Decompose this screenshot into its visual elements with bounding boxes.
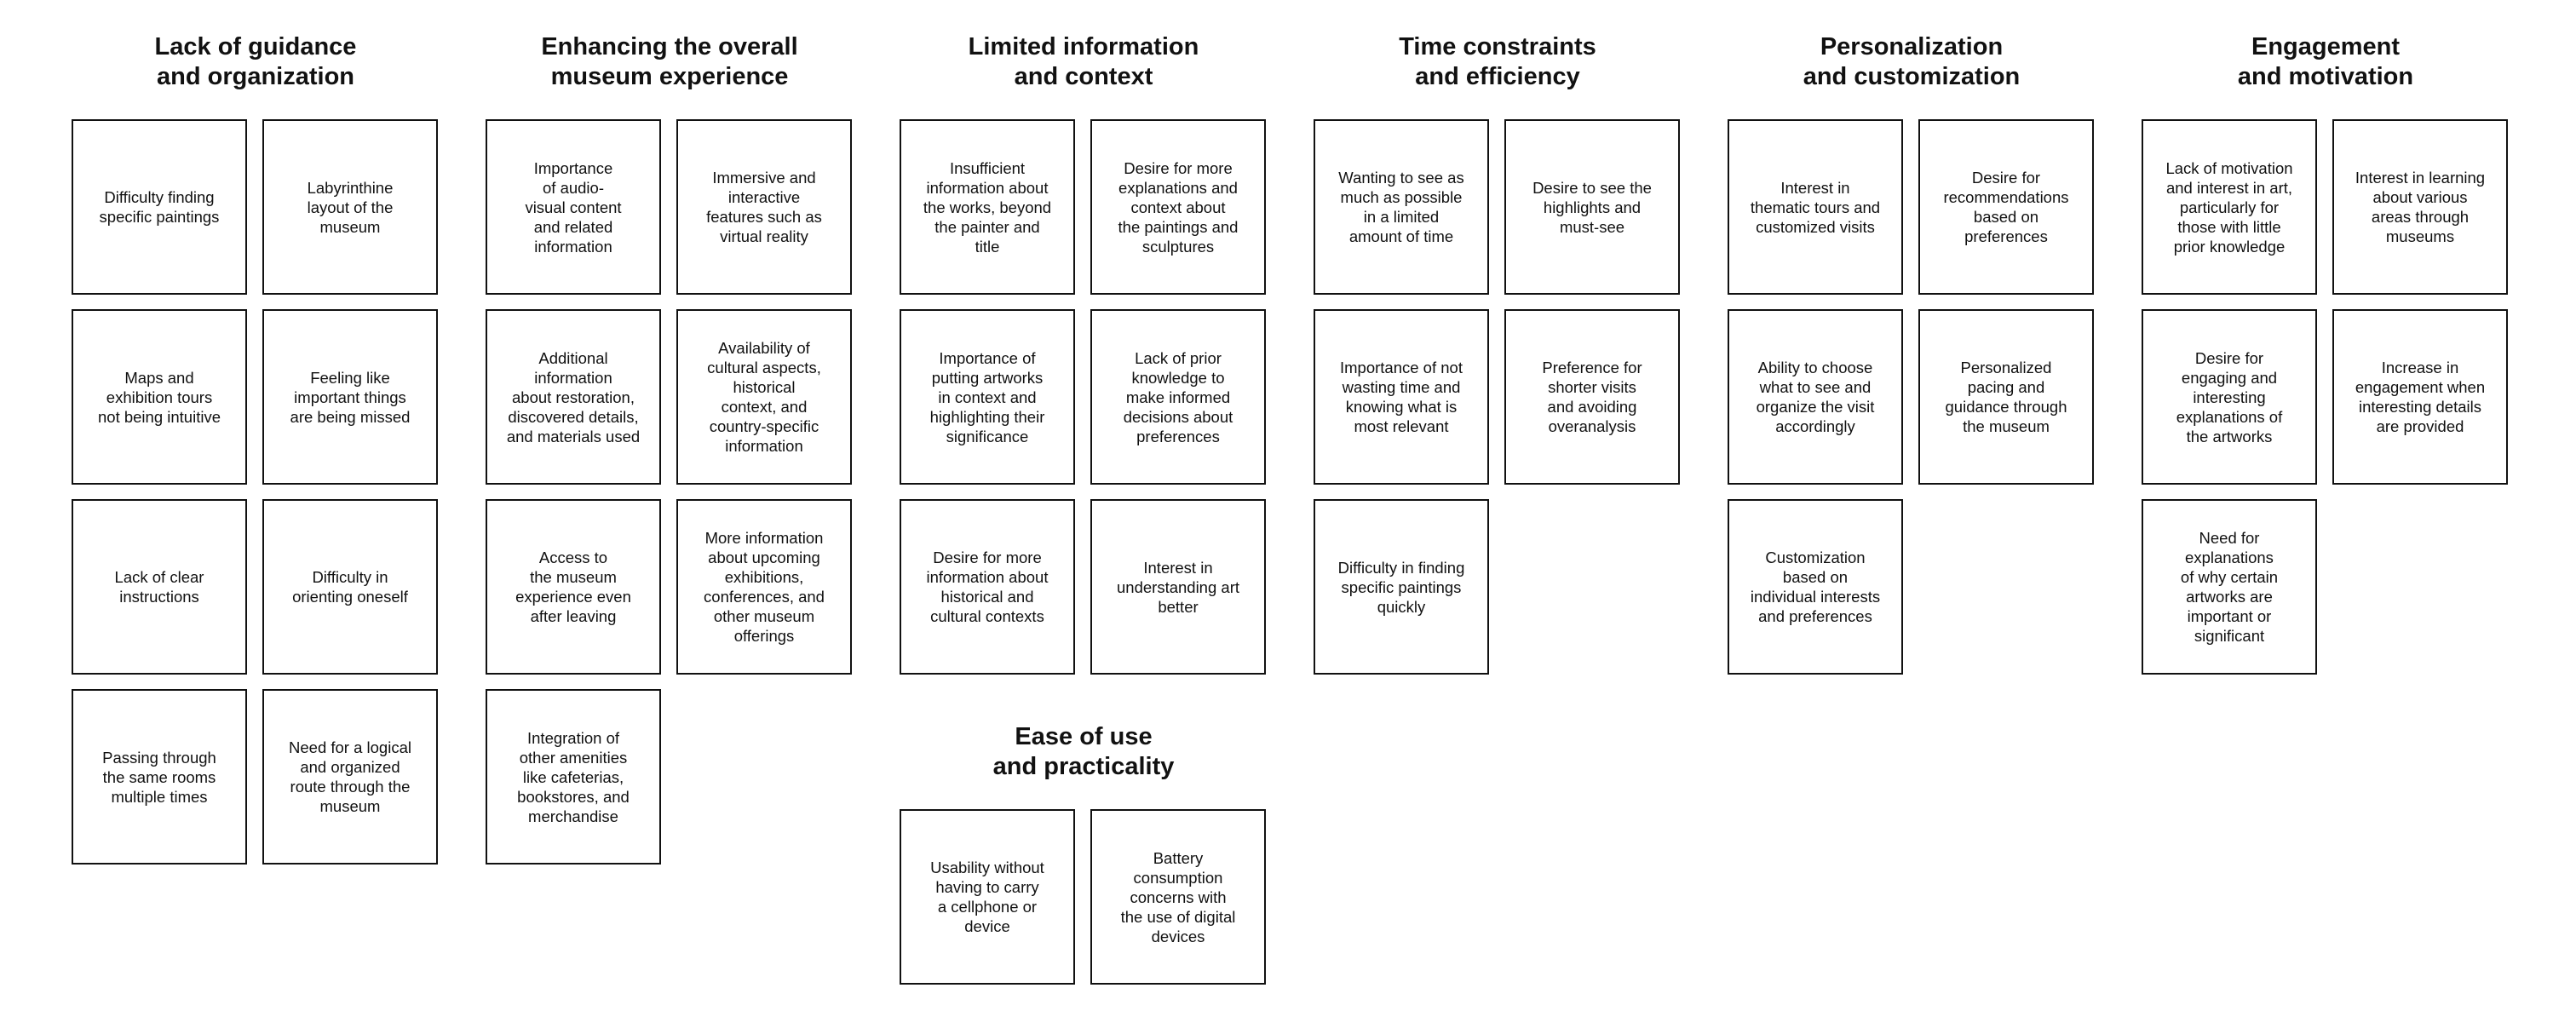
group-enhancing-experience: Enhancing the overall museum experience … — [486, 0, 854, 1034]
sticky-card: Feeling like important things are being … — [262, 309, 438, 485]
sticky-card: Importance of putting artworks in contex… — [900, 309, 1075, 485]
sticky-card: Desire to see the highlights and must-se… — [1504, 119, 1680, 295]
sticky-card: Integration of other amenities like cafe… — [486, 689, 661, 865]
group-engagement: Engagement and motivation Lack of motiva… — [2142, 0, 2510, 681]
sticky-card: Lack of prior knowledge to make informed… — [1090, 309, 1266, 485]
group-title: Lack of guidance and organization — [154, 33, 357, 90]
group-time-constraints: Time constraints and efficiency Wanting … — [1314, 0, 1682, 681]
sticky-card: Personalized pacing and guidance through… — [1918, 309, 2094, 485]
group-title: Enhancing the overall museum experience — [541, 33, 798, 90]
sticky-card: Desire for recommendations based on pref… — [1918, 119, 2094, 295]
sticky-card: Importance of not wasting time and knowi… — [1314, 309, 1489, 485]
sticky-card: More information about upcoming exhibiti… — [676, 499, 852, 675]
sticky-card: Customization based on individual intere… — [1728, 499, 1903, 675]
sticky-card: Maps and exhibition tours not being intu… — [72, 309, 247, 485]
sticky-card: Desire for engaging and interesting expl… — [2142, 309, 2317, 485]
sticky-card: Ability to choose what to see and organi… — [1728, 309, 1903, 485]
sticky-card: Importance of audio- visual content and … — [486, 119, 661, 295]
group-personalization: Personalization and customization Intere… — [1728, 0, 2096, 681]
sticky-card: Increase in engagement when interesting … — [2332, 309, 2508, 485]
sticky-card: Preference for shorter visits and avoidi… — [1504, 309, 1680, 485]
sticky-card: Need for a logical and organized route t… — [262, 689, 438, 865]
sticky-card: Additional information about restoration… — [486, 309, 661, 485]
group-title: Ease of use and practicality — [992, 723, 1175, 780]
sticky-card: Desire for more information about histor… — [900, 499, 1075, 675]
sticky-card: Wanting to see as much as possible in a … — [1314, 119, 1489, 295]
sticky-card: Difficulty in finding specific paintings… — [1314, 499, 1489, 675]
group-title: Limited information and context — [968, 33, 1199, 90]
sticky-card: Lack of clear instructions — [72, 499, 247, 675]
group-limited-information: Limited information and context Insuffic… — [900, 0, 1268, 675]
sticky-card: Availability of cultural aspects, histor… — [676, 309, 852, 485]
sticky-card: Lack of motivation and interest in art, … — [2142, 119, 2317, 295]
sticky-card: Passing through the same rooms multiple … — [72, 689, 247, 865]
sticky-card: Desire for more explanations and context… — [1090, 119, 1266, 295]
sticky-card: Usability without having to carry a cell… — [900, 809, 1075, 985]
group-ease-of-use: Ease of use and practicality Usability w… — [900, 0, 1268, 1034]
sticky-card: Interest in learning about various areas… — [2332, 119, 2508, 295]
sticky-card: Difficulty finding specific paintings — [72, 119, 247, 295]
group-title: Time constraints and efficiency — [1399, 33, 1596, 90]
sticky-card: Difficulty in orienting oneself — [262, 499, 438, 675]
sticky-card: Need for explanations of why certain art… — [2142, 499, 2317, 675]
group-title: Personalization and customization — [1803, 33, 2021, 90]
group-title: Engagement and motivation — [2237, 33, 2414, 90]
sticky-card: Interest in thematic tours and customize… — [1728, 119, 1903, 295]
sticky-card: Insufficient information about the works… — [900, 119, 1075, 295]
sticky-card: Immersive and interactive features such … — [676, 119, 852, 295]
sticky-card: Labyrinthine layout of the museum — [262, 119, 438, 295]
sticky-card: Access to the museum experience even aft… — [486, 499, 661, 675]
sticky-card: Battery consumption concerns with the us… — [1090, 809, 1266, 985]
group-lack-of-guidance: Lack of guidance and organization Diffic… — [72, 0, 440, 1034]
sticky-card: Interest in understanding art better — [1090, 499, 1266, 675]
